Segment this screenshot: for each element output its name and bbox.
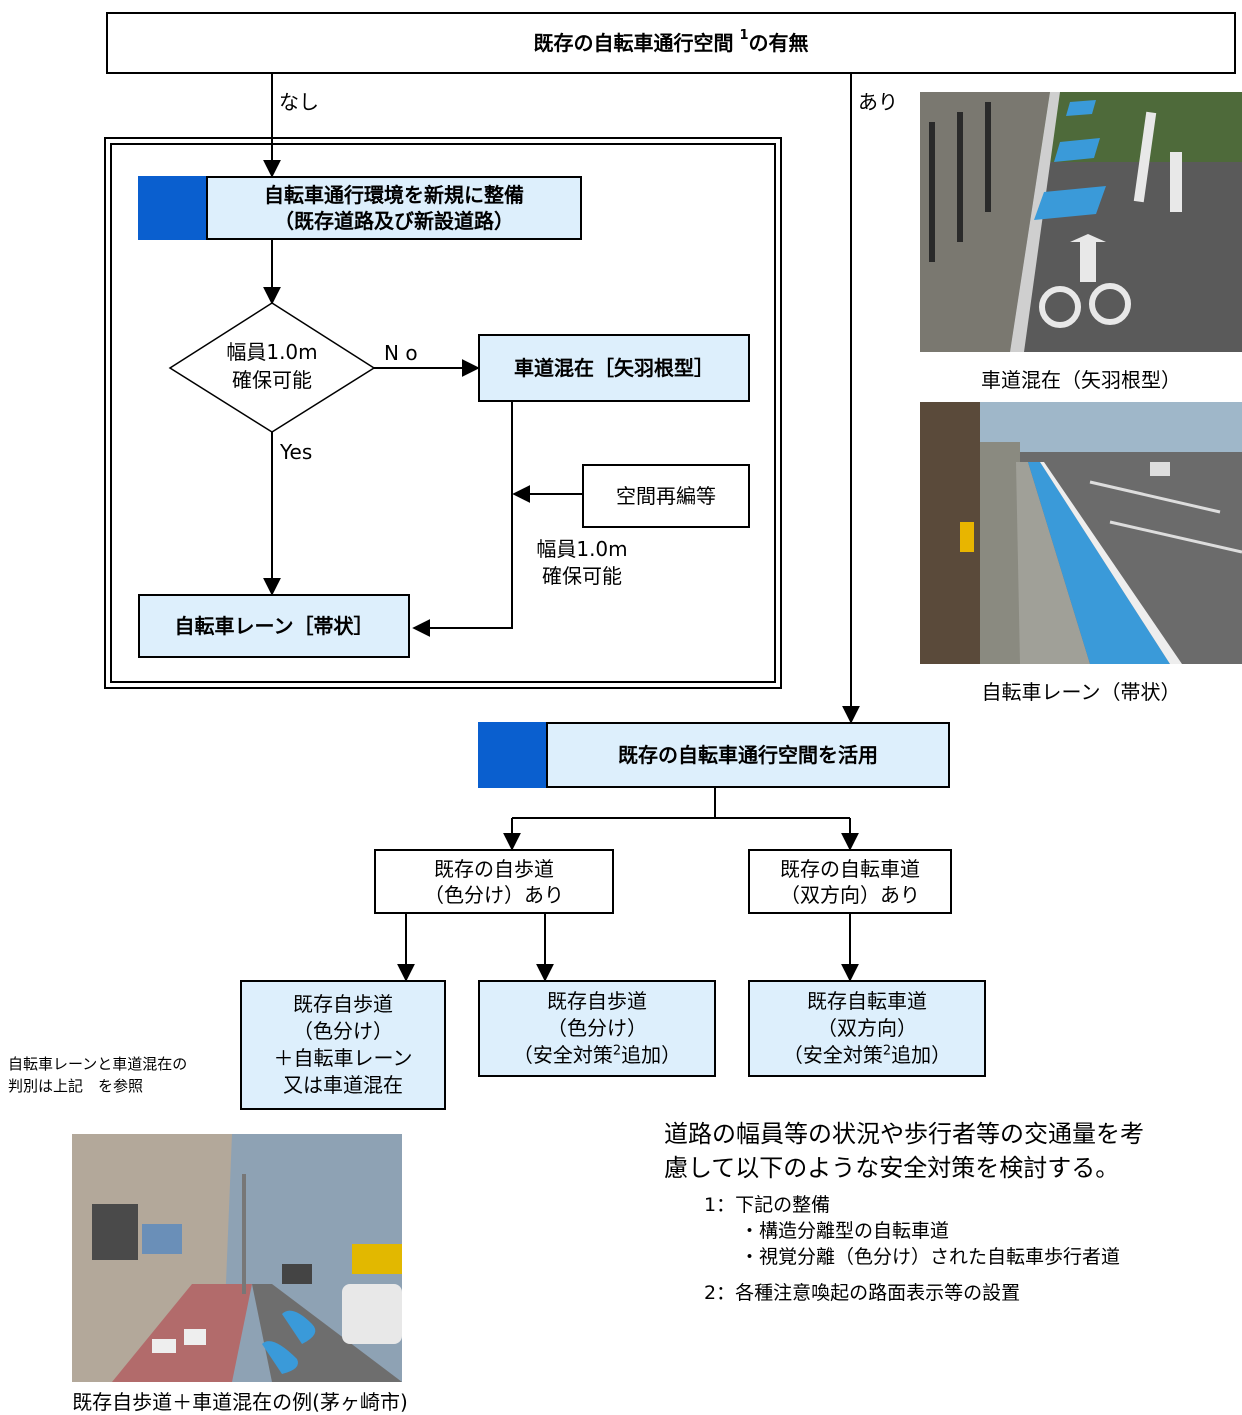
photo-sidewalk-mixed-chigasaki	[72, 1134, 402, 1382]
mixed-traffic-box: 車道混在［矢羽根型］	[478, 334, 750, 402]
side-note-line2: 判別は上記 を参照	[8, 1076, 144, 1095]
new-construction-header: 自転車通行環境を新規に整備 （既存道路及び新設道路）	[206, 176, 582, 240]
top-title: 既存の自転車通行空間	[533, 31, 734, 55]
cycletrack-line2: （双方向）あり	[780, 882, 920, 907]
photo-arrow-feather-marking	[920, 92, 1242, 352]
existing-cycletrack-box: 既存の自転車道 （双方向）あり	[748, 849, 952, 914]
space-reorg-box: 空間再編等	[582, 464, 750, 528]
sidewalk-line2: （色分け）あり	[424, 882, 564, 907]
section-marker-square	[138, 176, 206, 240]
new-header-line2: （既存道路及び新設道路）	[274, 209, 514, 233]
out1-line2: （色分け）	[293, 1019, 393, 1043]
footnote-1-item-a: ・構造分離型の自転車道	[740, 1220, 950, 1243]
decision-line2: 確保可能	[232, 368, 312, 392]
side-note: 自転車レーンと車道混在の 判別は上記 を参照	[8, 1054, 187, 1098]
out1-line4: 又は車道混在	[283, 1073, 403, 1097]
out2-line3b: 追加）	[621, 1043, 682, 1067]
out3-line3a: （安全対策	[782, 1043, 883, 1067]
mixed-traffic-label: 車道混在［矢羽根型］	[514, 356, 714, 380]
output-sidewalk-safety-box: 既存自歩道 （色分け） （安全対策2追加）	[478, 980, 716, 1077]
notes-intro-line2: 慮して以下のような安全対策を検討する。	[664, 1153, 1120, 1182]
new-construction-section	[104, 137, 782, 689]
out3-line3: （安全対策2追加）	[783, 1042, 951, 1069]
decision-diamond	[168, 302, 376, 433]
out2-footnote-marker: 2	[612, 1043, 622, 1059]
no-label: N o	[384, 341, 418, 365]
output-cycletrack-safety-box: 既存自転車道 （双方向） （安全対策2追加）	[748, 980, 986, 1077]
new-header-line1: 自転車通行環境を新規に整備	[264, 183, 524, 207]
sidewalk-line1: 既存の自歩道	[434, 856, 554, 881]
section-inner-border	[110, 143, 776, 683]
footnote-1-item-b: ・視覚分離（色分け）された自転車歩行者道	[740, 1246, 1121, 1269]
out1-line1: 既存自歩道	[293, 992, 393, 1016]
bike-lane-label: 自転車レーン［帯状］	[174, 614, 374, 638]
existing-use-header: 既存の自転車通行空間を活用	[546, 722, 950, 788]
photo3-caption: 既存自歩道＋車道混在の例(茅ヶ崎市)	[72, 1390, 408, 1414]
decision-text: 幅員1.0m 確保可能	[196, 338, 348, 394]
existing-header-label: 既存の自転車通行空間を活用	[618, 743, 878, 767]
notes-intro-line1: 道路の幅員等の状況や歩行者等の交通量を考	[664, 1120, 1144, 1148]
footnote-2: 2：各種注意喚起の路面表示等の設置	[704, 1282, 1021, 1304]
safety-notes-intro: 道路の幅員等の状況や歩行者等の交通量を考 慮して以下のような安全対策を検討する。	[664, 1118, 1144, 1185]
top-question-box: 既存の自転車通行空間 1 の有無	[106, 12, 1236, 74]
footnote-1-title: 1：下記の整備	[704, 1194, 831, 1216]
bike-lane-box: 自転車レーン［帯状］	[138, 594, 410, 658]
out2-line1: 既存自歩道	[547, 989, 647, 1013]
branch-none-label: なし	[279, 90, 319, 114]
photo1-caption: 車道混在（矢羽根型）	[981, 368, 1181, 392]
existing-marker-square	[478, 722, 546, 788]
width-line1: 幅員1.0m	[536, 537, 628, 561]
output-sidewalk-lane-box: 既存自歩道 （色分け） ＋自転車レーン 又は車道混在	[240, 980, 446, 1110]
side-note-line1: 自転車レーンと車道混在の	[8, 1055, 188, 1073]
width-condition: 幅員1.0m 確保可能	[522, 536, 642, 590]
top-suffix: の有無	[748, 31, 809, 55]
out3-line3b: 追加）	[891, 1043, 952, 1067]
photo-bike-lane-band	[920, 402, 1242, 664]
existing-sidewalk-box: 既存の自歩道 （色分け）あり	[374, 849, 614, 914]
space-reorg-label: 空間再編等	[616, 484, 716, 508]
photo2-caption: 自転車レーン（帯状）	[981, 680, 1181, 704]
out3-footnote-marker: 2	[882, 1043, 892, 1059]
out1-line3: ＋自転車レーン	[273, 1046, 413, 1070]
out3-line2: （双方向）	[817, 1016, 917, 1040]
decision-line1: 幅員1.0m	[226, 340, 318, 364]
footnote-1: 1：下記の整備 ・構造分離型の自転車道 ・視覚分離（色分け）された自転車歩行者道	[704, 1192, 1120, 1271]
out2-line3: （安全対策2追加）	[513, 1042, 681, 1069]
width-line2: 確保可能	[542, 564, 622, 588]
yes-label: Yes	[280, 440, 313, 464]
out2-line3a: （安全対策	[512, 1043, 613, 1067]
branch-exists-label: あり	[858, 90, 898, 114]
arrow-mixed-to-lane	[412, 402, 513, 637]
out3-line1: 既存自転車道	[807, 989, 927, 1013]
cycletrack-line1: 既存の自転車道	[780, 856, 920, 881]
top-footnote-marker: 1	[739, 28, 749, 43]
out2-line2: （色分け）	[547, 1016, 647, 1040]
